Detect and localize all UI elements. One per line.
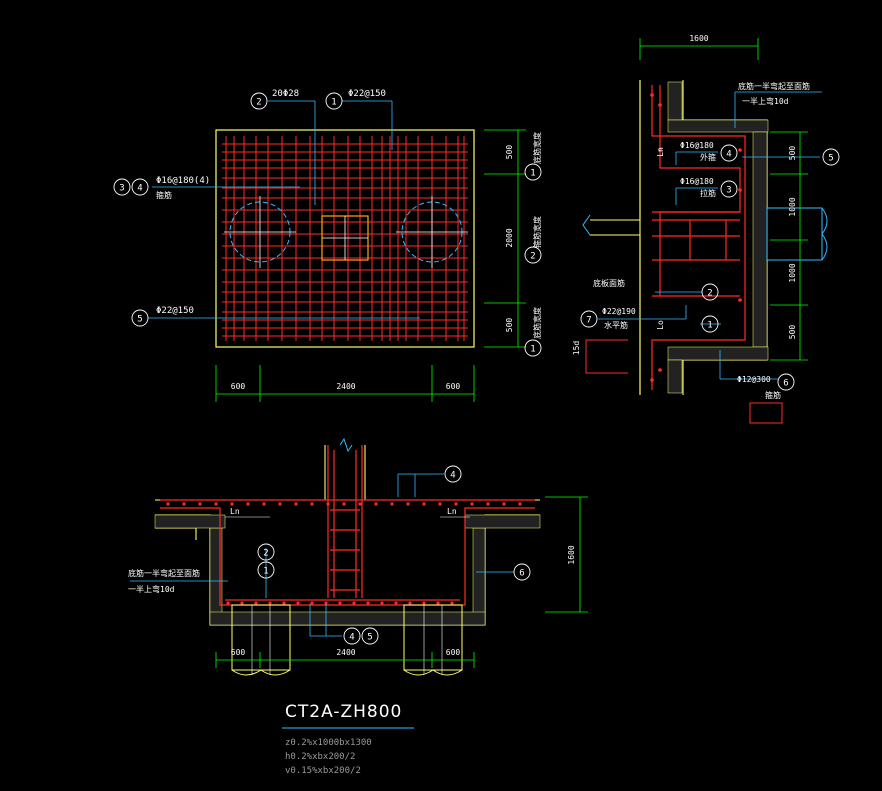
plan-side-label-3: 底筋宽度: [532, 307, 542, 339]
plan-dim-right-1: 500: [505, 145, 514, 160]
callout-1-text: Φ22@150: [348, 89, 386, 99]
bottom-dim-2: 2400: [336, 648, 355, 657]
section-right-dim-top: 1600: [689, 34, 708, 43]
plan-dim-bottom-3: 600: [446, 382, 461, 391]
side-section-view: 1600: [572, 34, 840, 424]
callout-2-number: 2: [256, 98, 261, 108]
plan-dim-right-3: 500: [505, 318, 514, 333]
section-right-note-1: 底筋一半弯起至面筋: [738, 81, 810, 91]
section-right-note-2: 一半上弯10d: [742, 96, 789, 106]
label-3-text: Φ16@180: [680, 177, 714, 186]
note-line-1: z0.2%x1000bx1300: [285, 738, 372, 748]
bottom-callout-5b: 5: [367, 633, 372, 643]
bottom-callout-4b: 4: [349, 633, 354, 643]
callout-4-number: 4: [137, 184, 142, 194]
hook-detail: [585, 339, 628, 374]
label-4-sub: 外箍: [700, 152, 716, 162]
bottom-dim-1: 600: [231, 648, 246, 657]
bottom-ln-left: Ln: [230, 507, 240, 516]
callout-34-text: Φ16@180(4): [156, 176, 210, 186]
plan-side-num-3: 1: [530, 345, 535, 355]
callout-5-number: 5: [137, 315, 142, 325]
label-7-sub: 水平筋: [604, 320, 628, 330]
label-4-text: Φ16@180: [680, 141, 714, 150]
stirrup-detail: [749, 402, 783, 424]
label-3-number: 3: [726, 186, 731, 196]
label-2-number: 2: [707, 289, 712, 299]
drawing-title: CT2A-ZH800: [285, 702, 402, 722]
bottom-callout-4: 4: [450, 471, 455, 481]
label-6-text: Φ12@300: [737, 375, 771, 384]
callout-34-sub: 箍筋: [156, 190, 172, 200]
label-4-number: 4: [726, 150, 731, 160]
front-section-view: 4 2 1 6 4 5 Ln Ln 底筋一半弯起至面筋 一半上弯10d 600 …: [128, 437, 588, 676]
label-6-sub: 箍筋: [765, 390, 781, 400]
dim-15d: 15d: [572, 341, 581, 356]
bottom-dim-right: 1600: [567, 545, 576, 564]
plan-side-num-2: 2: [530, 252, 535, 262]
bottom-callout-2: 2: [263, 549, 268, 559]
section-right-ln-top: Ln: [656, 147, 665, 157]
label-7-text: Φ22@190: [602, 307, 636, 316]
plan-side-label-1: 底筋宽度: [532, 132, 542, 164]
plan-side-num-1: 1: [530, 169, 535, 179]
label-7-number: 7: [586, 316, 591, 326]
label-3-sub: 拉筋: [700, 188, 716, 198]
label-1-number: 1: [707, 321, 712, 331]
plan-side-label-2: 箍筋宽度: [532, 216, 542, 248]
section-right-dim-4: 500: [788, 325, 797, 340]
callout-1-number: 1: [331, 98, 336, 108]
section-right-ln-bottom: Lo: [656, 320, 665, 330]
label-5-number: 5: [828, 154, 833, 164]
bottom-dim-3: 600: [446, 648, 461, 657]
callout-2-text: 20Φ28: [272, 89, 299, 99]
pile-cap-outline: [215, 129, 475, 348]
callout-3-number: 3: [119, 184, 124, 194]
plan-view: 2 20Φ28 1 Φ22@150 3 4 Φ16@180(4) 箍筋 5 Φ2…: [113, 89, 542, 402]
callout-5-text: Φ22@150: [156, 306, 194, 316]
plan-dim-right-2: 2000: [505, 228, 514, 247]
label-6-number: 6: [783, 379, 788, 389]
bottom-ln-right: Ln: [447, 507, 457, 516]
label-2-text: 底板面筋: [593, 278, 625, 288]
plan-dim-bottom-1: 600: [231, 382, 246, 391]
bottom-note-2: 一半上弯10d: [128, 584, 175, 594]
section-right-dim-3: 1000: [788, 263, 797, 282]
bottom-note-1: 底筋一半弯起至面筋: [128, 568, 200, 578]
plan-rebar-grid: [222, 136, 468, 341]
bottom-callout-1: 1: [263, 567, 268, 577]
section-right-dim-2: 1000: [788, 197, 797, 216]
note-line-2: h0.2%xbx200/2: [285, 752, 355, 762]
bottom-callout-6: 6: [519, 569, 524, 579]
section-right-dim-1: 500: [788, 146, 797, 161]
note-line-3: v0.15%xbx200/2: [285, 766, 361, 776]
plan-dim-bottom-2: 2400: [336, 382, 355, 391]
